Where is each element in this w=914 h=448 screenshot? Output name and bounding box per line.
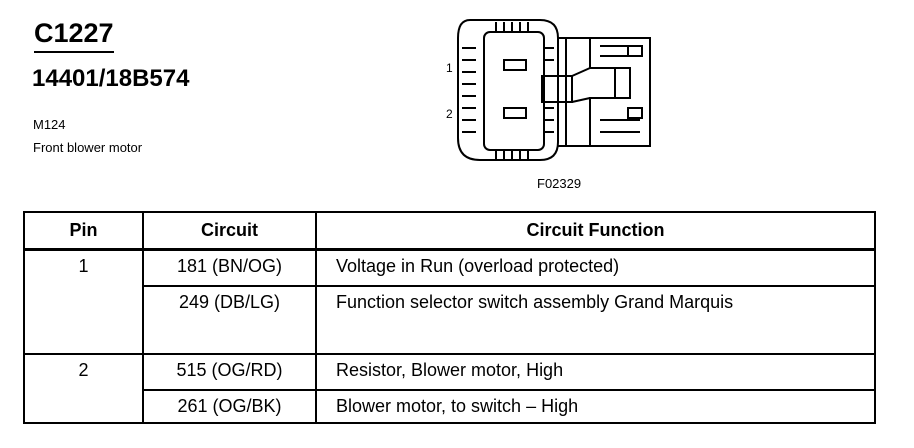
table-row: 2 515 (OG/RD) Resistor, Blower motor, Hi…	[23, 353, 876, 424]
pin-cell: 2	[23, 353, 144, 424]
connector-id: C1227	[34, 20, 114, 53]
function-cell: Blower motor, to switch – High	[315, 389, 876, 424]
pin-cell: 1	[23, 248, 144, 355]
circuit-cell: 515 (OG/RD)	[142, 353, 317, 391]
function-cell: Function selector switch assembly Grand …	[315, 285, 876, 355]
pin-2-terminal	[503, 107, 527, 119]
figure-id: F02329	[537, 176, 582, 191]
table-header-row: Pin Circuit Circuit Function	[23, 211, 876, 251]
table-row: 261 (OG/BK) Blower motor, to switch – Hi…	[24, 389, 876, 424]
circuit-cell: 261 (OG/BK)	[142, 389, 317, 424]
location-code: M124	[33, 117, 66, 132]
connector-diagram: 1 2	[446, 19, 651, 161]
pinout-table: Pin Circuit Circuit Function 1 181 (BN/O…	[23, 211, 876, 424]
circuit-cell: 249 (DB/LG)	[142, 285, 317, 355]
table-row: 1 181 (BN/OG) Voltage in Run (overload p…	[23, 248, 876, 355]
table-row: 249 (DB/LG) Function selector switch ass…	[24, 285, 876, 355]
part-number: 14401/18B574	[32, 65, 190, 92]
connector-cavity	[483, 31, 545, 151]
function-cell: Voltage in Run (overload protected)	[315, 248, 876, 287]
connector-shell	[457, 19, 559, 161]
circuit-column-header: Circuit	[142, 211, 317, 251]
pin-1-terminal	[503, 59, 527, 71]
component-description: Front blower motor	[33, 140, 143, 155]
pin-2-label: 2	[446, 107, 453, 121]
pin-1-label: 1	[446, 61, 453, 75]
pin-column-header: Pin	[23, 211, 144, 251]
circuit-cell: 181 (BN/OG)	[142, 248, 317, 287]
function-cell: Resistor, Blower motor, High	[315, 353, 876, 391]
function-column-header: Circuit Function	[315, 211, 876, 251]
